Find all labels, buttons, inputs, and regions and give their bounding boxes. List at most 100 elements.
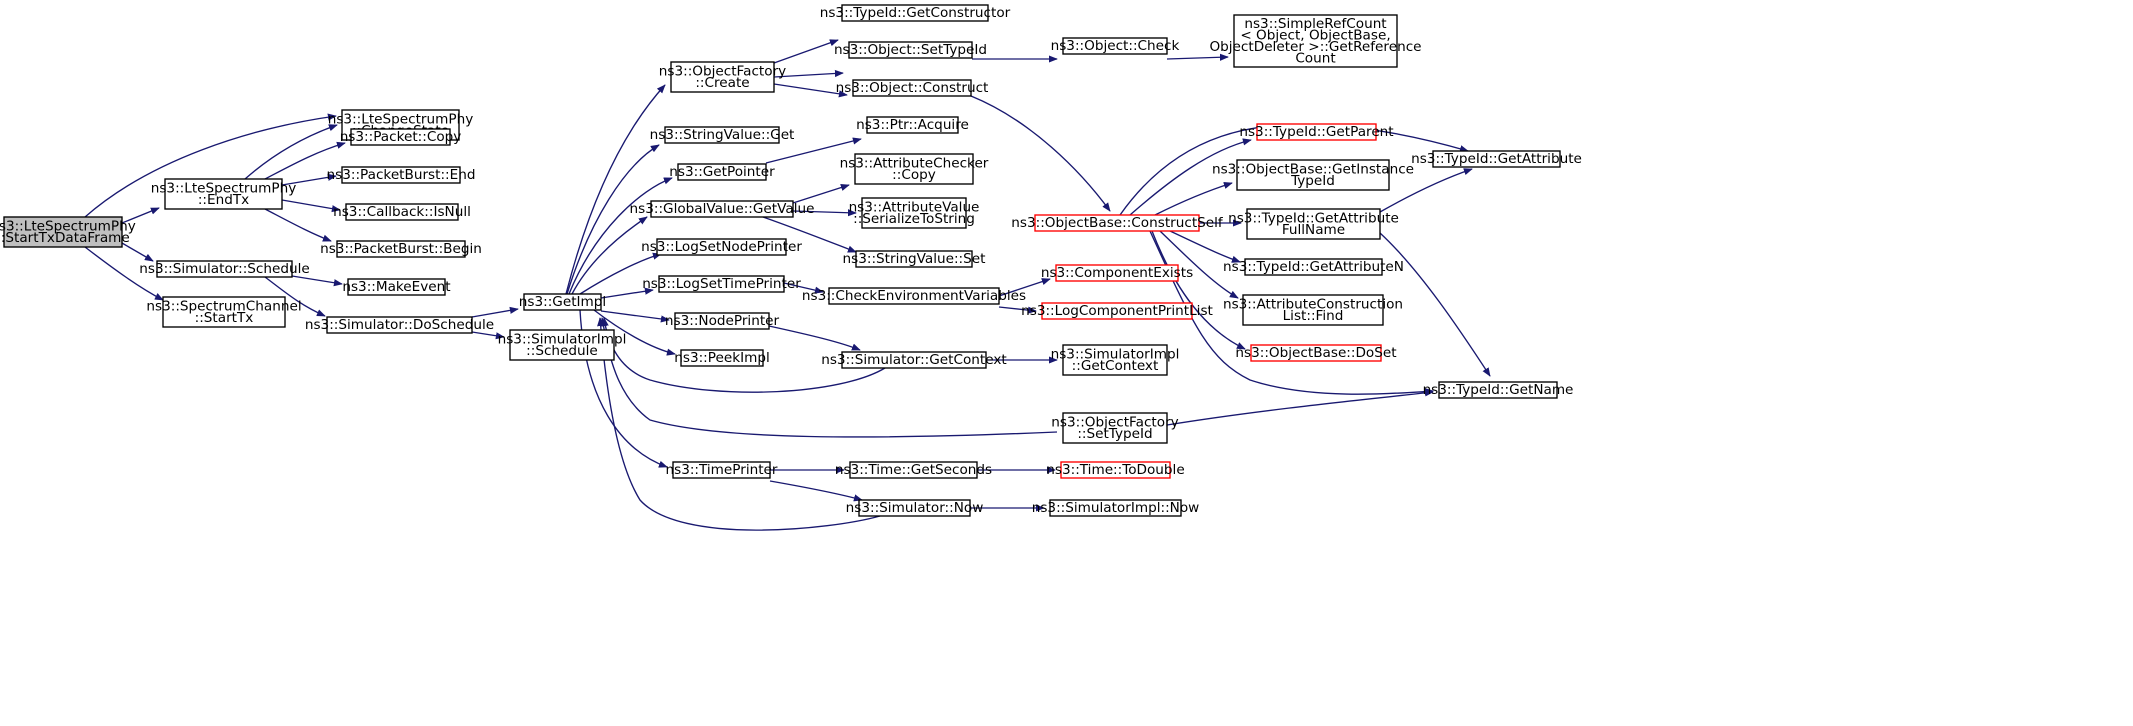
node-label-line: ns3::NodePrinter <box>665 313 780 329</box>
call-edge-ob_constructself-to-tid_getparent <box>1129 138 1252 216</box>
node-tid-getattrn[interactable]: ns3::TypeId::GetAttributeN <box>1223 258 1404 276</box>
node-strval-set[interactable]: ns3::StringValue::Set <box>843 250 986 268</box>
node-gv-getvalue[interactable]: ns3::GlobalValue::GetValue <box>630 200 815 218</box>
node-pburst-begin[interactable]: ns3::PacketBurst::Begin <box>320 240 482 258</box>
node-obj-settypeid[interactable]: ns3::Object::SetTypeId <box>834 41 987 59</box>
call-edge-sim_schedule-to-doschedule <box>264 276 326 317</box>
node-sim-schedule[interactable]: ns3::Simulator::Schedule <box>139 260 310 278</box>
node-box <box>347 278 446 296</box>
node-label-line: ::EndTx <box>198 192 249 208</box>
call-edge-tid_getattrfullname-to-tid_getattribute <box>1379 168 1473 213</box>
node-label-line: ::StartTxDataFrame <box>0 230 130 246</box>
call-edge-sim_now-to-getimpl <box>597 317 881 531</box>
node-box <box>672 461 771 479</box>
node-label-line: ::StartTx <box>195 310 254 326</box>
node-label-line: ns3::Object::SetTypeId <box>834 42 987 58</box>
node-ac-copy[interactable]: ns3::AttributeChecker::Copy <box>840 153 989 185</box>
node-box <box>841 351 987 369</box>
node-logsettime[interactable]: ns3::LogSetTimePrinter <box>642 275 801 293</box>
node-label-line: ns3::GetImpl <box>519 294 606 310</box>
node-label-line: ns3::LogSetNodePrinter <box>641 239 802 255</box>
node-cb-isnull[interactable]: ns3::Callback::IsNull <box>333 203 471 221</box>
node-label-line: ns3::ComponentExists <box>1041 265 1193 281</box>
node-box <box>156 260 293 278</box>
node-av-serialize[interactable]: ns3::AttributeValue::SerializeToString <box>849 197 980 229</box>
node-box <box>677 163 767 181</box>
call-edge-of_create-to-tid_getctor <box>773 39 839 64</box>
node-tid-getparent[interactable]: ns3::TypeId::GetParent <box>1239 123 1394 141</box>
call-nodes: ns3::LteSpectrumPhy::StartTxDataFramens3… <box>0 4 1582 517</box>
node-label-line: ns3::AttributeConstruction <box>1223 296 1403 312</box>
node-pburst-end[interactable]: ns3::PacketBurst::End <box>327 166 476 184</box>
node-spectrum-starttx[interactable]: ns3::SpectrumChannel::StartTx <box>146 296 302 328</box>
node-of-settypeid[interactable]: ns3::ObjectFactory::SetTypeId <box>1051 412 1179 444</box>
node-label-line: ns3::GlobalValue::GetValue <box>630 201 815 217</box>
node-tid-getname[interactable]: ns3::TypeId::GetName <box>1423 381 1574 399</box>
node-sim-now[interactable]: ns3::Simulator::Now <box>846 499 984 517</box>
node-label-line: ns3::Simulator::Now <box>846 500 984 516</box>
node-obj-construct[interactable]: ns3::Object::Construct <box>836 79 989 97</box>
node-nodeprinter[interactable]: ns3::NodePrinter <box>665 312 780 330</box>
call-edge-getimpl-to-nodeprinter <box>600 310 670 323</box>
node-getpointer[interactable]: ns3::GetPointer <box>669 163 775 181</box>
node-packet-copy[interactable]: ns3::Packet::Copy <box>340 128 462 146</box>
node-time-getseconds[interactable]: ns3::Time::GetSeconds <box>835 461 992 479</box>
node-endtx[interactable]: ns3::LteSpectrumPhy::EndTx <box>151 178 297 210</box>
call-edge-getimpl-to-logsettime <box>600 287 654 299</box>
node-box <box>341 166 461 184</box>
node-label-line: ns3::LteSpectrumPhy <box>0 218 136 234</box>
node-makeevent[interactable]: ns3::MakeEvent <box>342 278 451 296</box>
node-box <box>866 116 959 134</box>
node-compexists[interactable]: ns3::ComponentExists <box>1041 264 1193 282</box>
node-box <box>858 499 971 517</box>
node-label-line: ns3::LteSpectrumPhy <box>151 180 297 196</box>
node-simimpl-schedule[interactable]: ns3::SimulatorImpl::Schedule <box>498 329 627 361</box>
call-edge-root-to-sim_schedule <box>121 242 154 262</box>
node-box <box>3 216 123 248</box>
node-label-line: ns3::MakeEvent <box>342 279 450 295</box>
node-logsetnode[interactable]: ns3::LogSetNodePrinter <box>641 238 802 256</box>
node-label-line: Count <box>1295 50 1335 66</box>
node-label-line: ns3::Simulator::DoSchedule <box>305 317 494 333</box>
node-simimpl-now[interactable]: ns3::SimulatorImpl::Now <box>1032 499 1200 517</box>
node-getimpl[interactable]: ns3::GetImpl <box>519 293 606 311</box>
node-box <box>1250 344 1382 362</box>
node-label-line: ns3::Object::Check <box>1051 38 1180 54</box>
node-ob-doset[interactable]: ns3::ObjectBase::DoSet <box>1235 344 1397 362</box>
call-edge-logsettime-to-checkenv <box>783 282 824 294</box>
node-tid-getctor[interactable]: ns3::TypeId::GetConstructor <box>820 4 1011 22</box>
node-srefcount[interactable]: ns3::SimpleRefCount< Object, ObjectBase,… <box>1209 14 1422 68</box>
node-doschedule[interactable]: ns3::Simulator::DoSchedule <box>305 316 494 334</box>
node-label-line: ns3::LteSpectrumPhy <box>328 111 474 127</box>
node-box <box>1062 344 1168 376</box>
call-edge-getpointer-to-ptr_acquire <box>765 137 862 164</box>
node-tid-getattribute[interactable]: ns3::TypeId::GetAttribute <box>1411 150 1582 168</box>
node-root: ns3::LteSpectrumPhy::StartTxDataFrame <box>0 216 136 248</box>
node-obj-check[interactable]: ns3::Object::Check <box>1051 37 1180 55</box>
call-edge-endtx-to-packet_copy <box>264 141 346 180</box>
node-sim-getcontext[interactable]: ns3::Simulator::GetContext <box>821 351 1007 369</box>
node-timeprinter[interactable]: ns3::TimePrinter <box>666 461 778 479</box>
node-label-line: ns3::LogComponentPrintList <box>1021 303 1213 319</box>
node-ob-constructself[interactable]: ns3::ObjectBase::ConstructSelf <box>1011 214 1224 232</box>
node-time-todouble[interactable]: ns3::Time::ToDouble <box>1046 461 1185 479</box>
node-box <box>854 153 974 185</box>
node-strval-get[interactable]: ns3::StringValue::Get <box>650 126 795 144</box>
node-label-line: ns3::PacketBurst::End <box>327 167 476 183</box>
node-label-line: ns3::ObjectBase::GetInstance <box>1212 161 1414 177</box>
node-of-create[interactable]: ns3::ObjectFactory::Create <box>659 61 786 93</box>
node-peekimpl[interactable]: ns3::PeekImpl <box>674 349 770 367</box>
node-label-line: ns3::AttributeChecker <box>840 155 989 171</box>
node-box <box>650 200 794 218</box>
node-box <box>1432 150 1561 168</box>
node-logcomplist[interactable]: ns3::LogComponentPrintList <box>1021 302 1213 320</box>
node-checkenv[interactable]: ns3::CheckEnvironmentVariables <box>802 287 1026 305</box>
node-simimpl-getcontext[interactable]: ns3::SimulatorImpl::GetContext <box>1051 344 1180 376</box>
call-edge-checkenv-to-compexists <box>998 278 1051 297</box>
node-ptr-acquire[interactable]: ns3::Ptr::Acquire <box>856 116 969 134</box>
node-box <box>350 128 451 146</box>
call-edge-gv_getvalue-to-ac_copy <box>792 184 850 204</box>
